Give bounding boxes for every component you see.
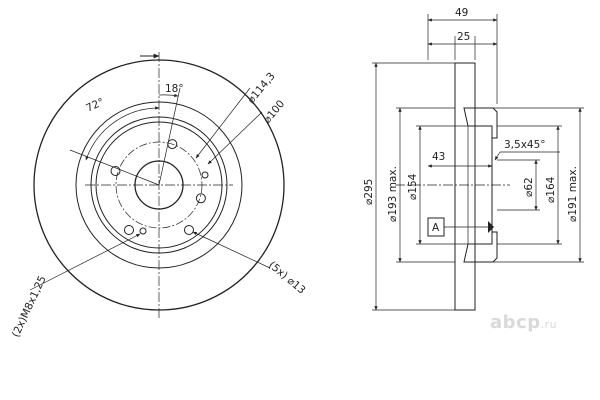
label-datum: A bbox=[432, 222, 440, 234]
datum-triangle bbox=[488, 221, 494, 233]
leader-holes bbox=[192, 231, 271, 269]
watermark-logo: abcp.ru bbox=[490, 312, 557, 333]
label-angle-large: 72° bbox=[84, 96, 106, 115]
leader-hub bbox=[207, 111, 263, 165]
angle-arc-72 bbox=[85, 106, 160, 161]
leader-thread bbox=[29, 233, 141, 291]
label-friction-max: ⌀193 max. bbox=[387, 166, 399, 222]
angle-arc-18 bbox=[158, 93, 179, 98]
bolt-hole bbox=[124, 225, 134, 235]
label-inner: ⌀154 bbox=[407, 173, 419, 200]
friction-ring-section bbox=[454, 62, 476, 311]
label-hub: ⌀100 bbox=[261, 98, 287, 126]
watermark-domain: .ru bbox=[540, 318, 558, 331]
label-outer-dia: ⌀295 bbox=[363, 179, 375, 205]
leader-chamfer-tip bbox=[494, 151, 501, 161]
thread-hole bbox=[201, 171, 209, 179]
label-offset: 43 bbox=[432, 151, 445, 163]
bolt-holes bbox=[110, 139, 206, 235]
label-hat-width: 25 bbox=[457, 31, 470, 43]
label-angle-small: 18° bbox=[165, 83, 184, 95]
label-thread: (2x)M8x1,25 bbox=[10, 274, 49, 339]
label-friction-max-inner: ⌀191 max. bbox=[567, 166, 579, 222]
bolt-hole bbox=[184, 225, 194, 235]
label-center-bore: ⌀62 bbox=[523, 177, 535, 197]
label-chamfer: 3,5x45° bbox=[504, 139, 546, 151]
label-total-width: 49 bbox=[455, 7, 468, 19]
leader-bolt-circle bbox=[195, 87, 251, 159]
section-view: 49 25 ⌀295 ⌀193 max. ⌀154 43 3,5x45° ⌀62 bbox=[363, 7, 584, 311]
front-view: 18° 72° ⌀114,3 ⌀100 (5x) ⌀13 (2x)M8x1,25 bbox=[10, 52, 308, 339]
hat-section-top bbox=[463, 107, 498, 139]
watermark-brand: abcp bbox=[490, 312, 541, 333]
angle-ray-18 bbox=[158, 87, 181, 186]
label-holes: (5x) ⌀13 bbox=[266, 259, 308, 297]
angle-ray-72 bbox=[69, 149, 160, 186]
thread-hole bbox=[139, 227, 147, 235]
hat-section-bottom bbox=[463, 231, 498, 263]
bolt-hole bbox=[195, 193, 206, 204]
label-hat-dia: ⌀164 bbox=[545, 176, 557, 203]
bolt-hole bbox=[110, 166, 121, 176]
